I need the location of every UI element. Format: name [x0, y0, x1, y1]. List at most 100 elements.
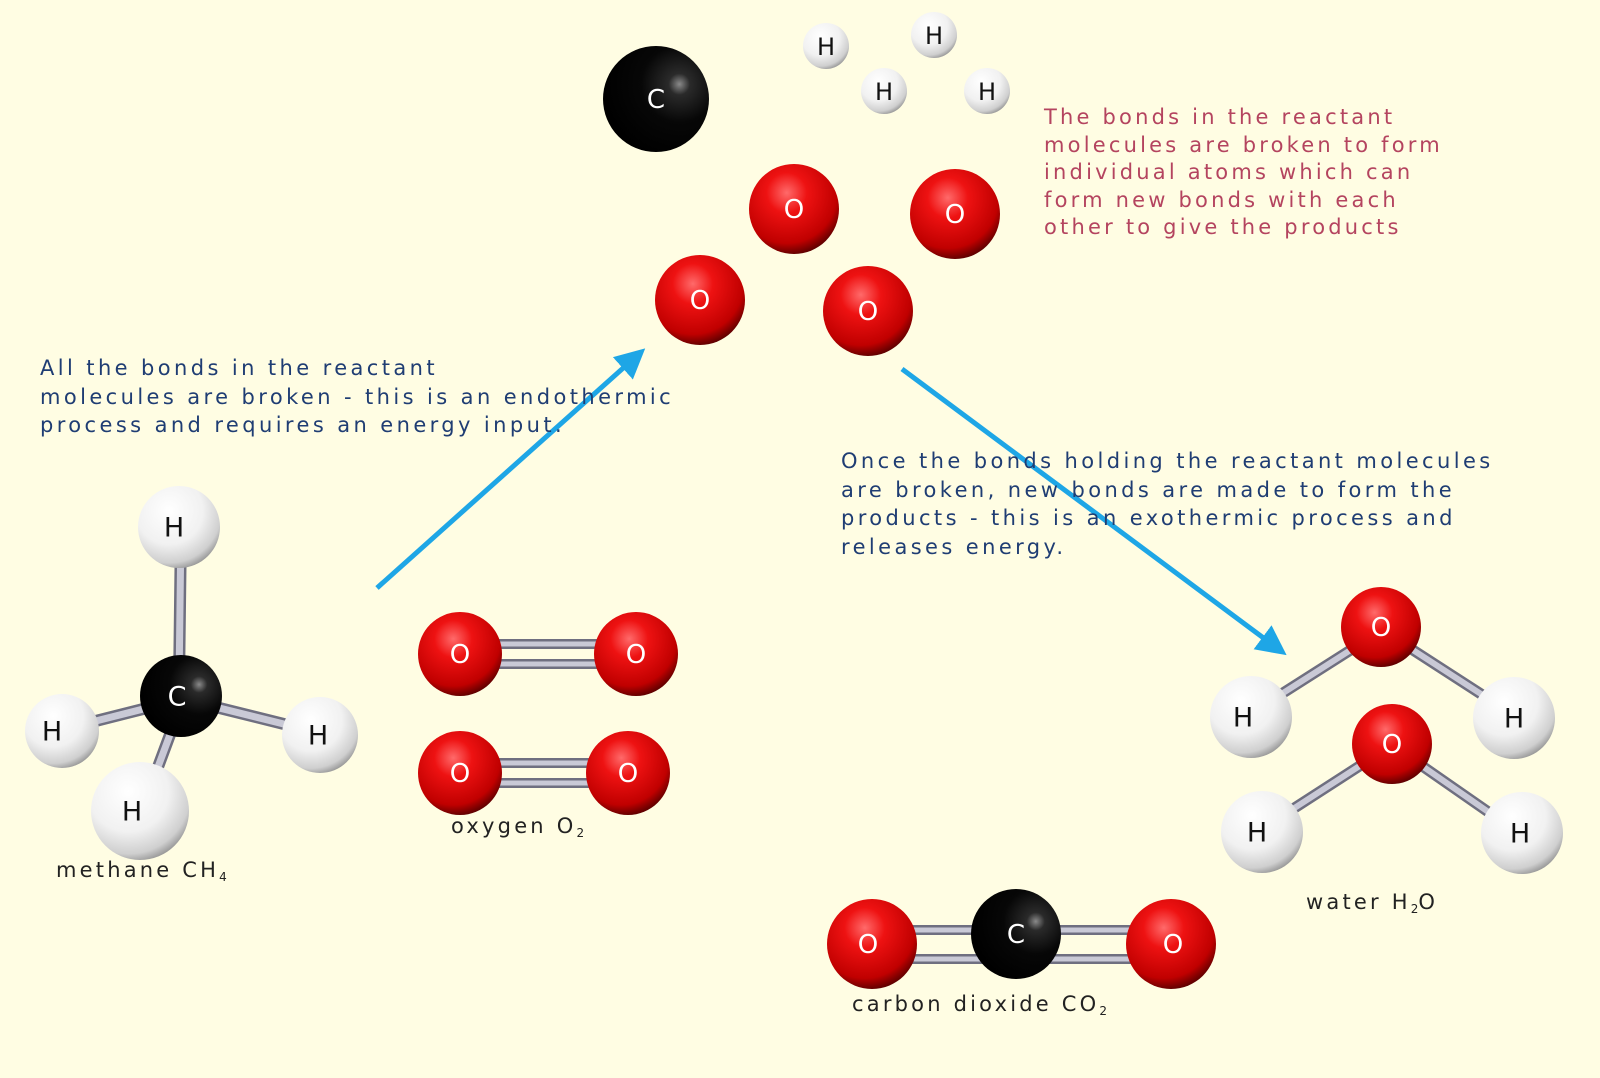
note-free-atoms-line: The bonds in the reactant — [1044, 105, 1396, 129]
label-water-formula-tail: O — [1418, 890, 1439, 914]
hydrogen-atom-sphere — [1210, 676, 1292, 758]
hydrogen-atom-symbol: H — [1510, 819, 1530, 850]
oxygen-atom-symbol: O — [784, 195, 804, 225]
arrow-exothermic — [900, 366, 1287, 656]
oxygen-atom-sphere — [1126, 899, 1216, 989]
label-carbon-dioxide: carbon dioxide CO2 — [852, 992, 1107, 1018]
note-bond-making-line: Once the bonds holding the reactant mole… — [841, 449, 1494, 473]
note-bond-breaking: All the bonds in the reactant molecules … — [40, 354, 674, 440]
hydrogen-atom-symbol: H — [308, 721, 328, 752]
hydrogen-atom-symbol: H — [875, 78, 893, 106]
free-hydrogen-atom: H — [911, 12, 957, 58]
note-free-atoms-line: form new bonds with each — [1044, 187, 1399, 212]
water-hydrogen-atom: H — [1210, 676, 1292, 758]
note-bond-making: Once the bonds holding the reactant mole… — [841, 447, 1494, 561]
oxygen-atom-symbol: O — [626, 640, 646, 670]
oxygen-atom-symbol: O — [1371, 613, 1391, 643]
bonds-layer — [54, 521, 1526, 964]
label-methane-name: methane — [56, 858, 183, 882]
hydrogen-atom-sphere — [803, 23, 849, 69]
note-bond-making-line: are broken, new bonds are made to form t… — [841, 477, 1456, 502]
oxygen-atom-sphere — [827, 899, 917, 989]
note-free-atoms-line: individual atoms which can — [1044, 160, 1414, 184]
oxygen-atom-sphere — [418, 731, 502, 815]
label-water-name: water — [1306, 890, 1392, 914]
note-bond-making-line: releases energy. — [841, 534, 1067, 559]
free-carbon-atom: C — [603, 46, 709, 152]
oxygen-atom-sphere — [823, 266, 913, 356]
carbon-atom-sphere — [140, 655, 222, 737]
label-carbon-dioxide-formula: CO — [1061, 992, 1100, 1016]
oxygen-atom-symbol: O — [858, 930, 878, 960]
oxygen-atom-sphere — [749, 164, 839, 254]
methane-hydrogen-atom: H — [25, 694, 99, 768]
water-hydrogen-atom: H — [1481, 792, 1563, 874]
carbon-atom-symbol: C — [647, 85, 665, 115]
oxygen-atom-sphere — [1352, 704, 1432, 784]
hydrogen-atom-sphere — [25, 694, 99, 768]
water-oxygen-atom: O — [1352, 704, 1432, 784]
label-water-subscript: 2 — [1410, 902, 1419, 916]
hydrogen-atom-sphere — [911, 12, 957, 58]
hydrogen-atom-sphere — [1473, 677, 1555, 759]
free-oxygen-atom: O — [910, 169, 1000, 259]
oxygen-molecule-atom: O — [418, 731, 502, 815]
label-methane-formula: CH — [182, 858, 220, 882]
water-oxygen-atom: O — [1341, 587, 1421, 667]
oxygen-molecule-atom: O — [586, 731, 670, 815]
co2-oxygen-atom: O — [1126, 899, 1216, 989]
oxygen-atom-symbol: O — [450, 759, 470, 789]
methane-hydrogen-atom: H — [282, 697, 358, 773]
hydrogen-atom-symbol: H — [817, 33, 835, 61]
note-bond-breaking-line: process and requires an energy input. — [40, 413, 566, 437]
oxygen-atom-symbol: O — [1163, 930, 1183, 960]
label-water-formula: H — [1391, 890, 1411, 914]
hydrogen-atom-sphere — [282, 697, 358, 773]
note-bond-breaking-line: All the bonds in the reactant — [40, 356, 438, 380]
hydrogen-atom-symbol: H — [925, 22, 943, 50]
free-oxygen-atom: O — [655, 255, 745, 345]
oxygen-atom-sphere — [910, 169, 1000, 259]
hydrogen-atom-symbol: H — [42, 717, 62, 748]
label-methane-subscript: 4 — [219, 870, 227, 884]
methane-carbon-atom: C — [140, 655, 222, 737]
note-free-atoms: The bonds in the reactant molecules are … — [1044, 104, 1443, 242]
oxygen-atom-symbol: O — [690, 286, 710, 316]
label-carbon-dioxide-name: carbon dioxide — [852, 992, 1062, 1016]
oxygen-atom-symbol: O — [1382, 730, 1402, 760]
note-free-atoms-line: other to give the products — [1044, 215, 1402, 239]
oxygen-atom-symbol: O — [858, 297, 878, 327]
free-oxygen-atom: O — [823, 266, 913, 356]
oxygen-atom-symbol: O — [945, 200, 965, 230]
oxygen-atom-symbol: O — [618, 759, 638, 789]
hydrogen-atom-sphere — [1221, 791, 1303, 873]
carbon-atom-symbol: C — [168, 682, 187, 713]
arrow-endothermic — [375, 348, 646, 590]
methane-hydrogen-atom: H — [138, 486, 220, 568]
label-oxygen-subscript: 2 — [576, 826, 585, 840]
oxygen-atom-sphere — [655, 255, 745, 345]
hydrogen-atom-symbol: H — [978, 78, 996, 106]
hydrogen-atom-sphere — [138, 486, 220, 568]
note-free-atoms-line: molecules are broken to form — [1044, 132, 1443, 157]
hydrogen-atom-symbol: H — [1504, 704, 1524, 735]
label-methane: methane CH4 — [56, 858, 227, 884]
hydrogen-atom-sphere — [861, 68, 907, 114]
note-bond-breaking-line: molecules are broken - this is an endoth… — [40, 384, 675, 409]
carbon-atom-symbol: C — [1007, 920, 1025, 950]
label-oxygen: oxygen O2 — [451, 814, 584, 840]
oxygen-atom-sphere — [586, 731, 670, 815]
label-carbon-dioxide-subscript: 2 — [1099, 1004, 1107, 1018]
free-hydrogen-atom: H — [803, 23, 849, 69]
label-oxygen-name: oxygen — [451, 814, 557, 838]
carbon-atom-sphere — [603, 46, 709, 152]
oxygen-molecule-atom: O — [594, 612, 678, 696]
note-bond-making-line: products - this is an exothermic process… — [841, 506, 1456, 530]
water-hydrogen-atom: H — [1221, 791, 1303, 873]
methane-hydrogen-atom: H — [91, 762, 189, 860]
label-water: water H2O — [1306, 890, 1438, 916]
oxygen-molecule-atom: O — [418, 612, 502, 696]
hydrogen-atom-symbol: H — [122, 797, 142, 828]
